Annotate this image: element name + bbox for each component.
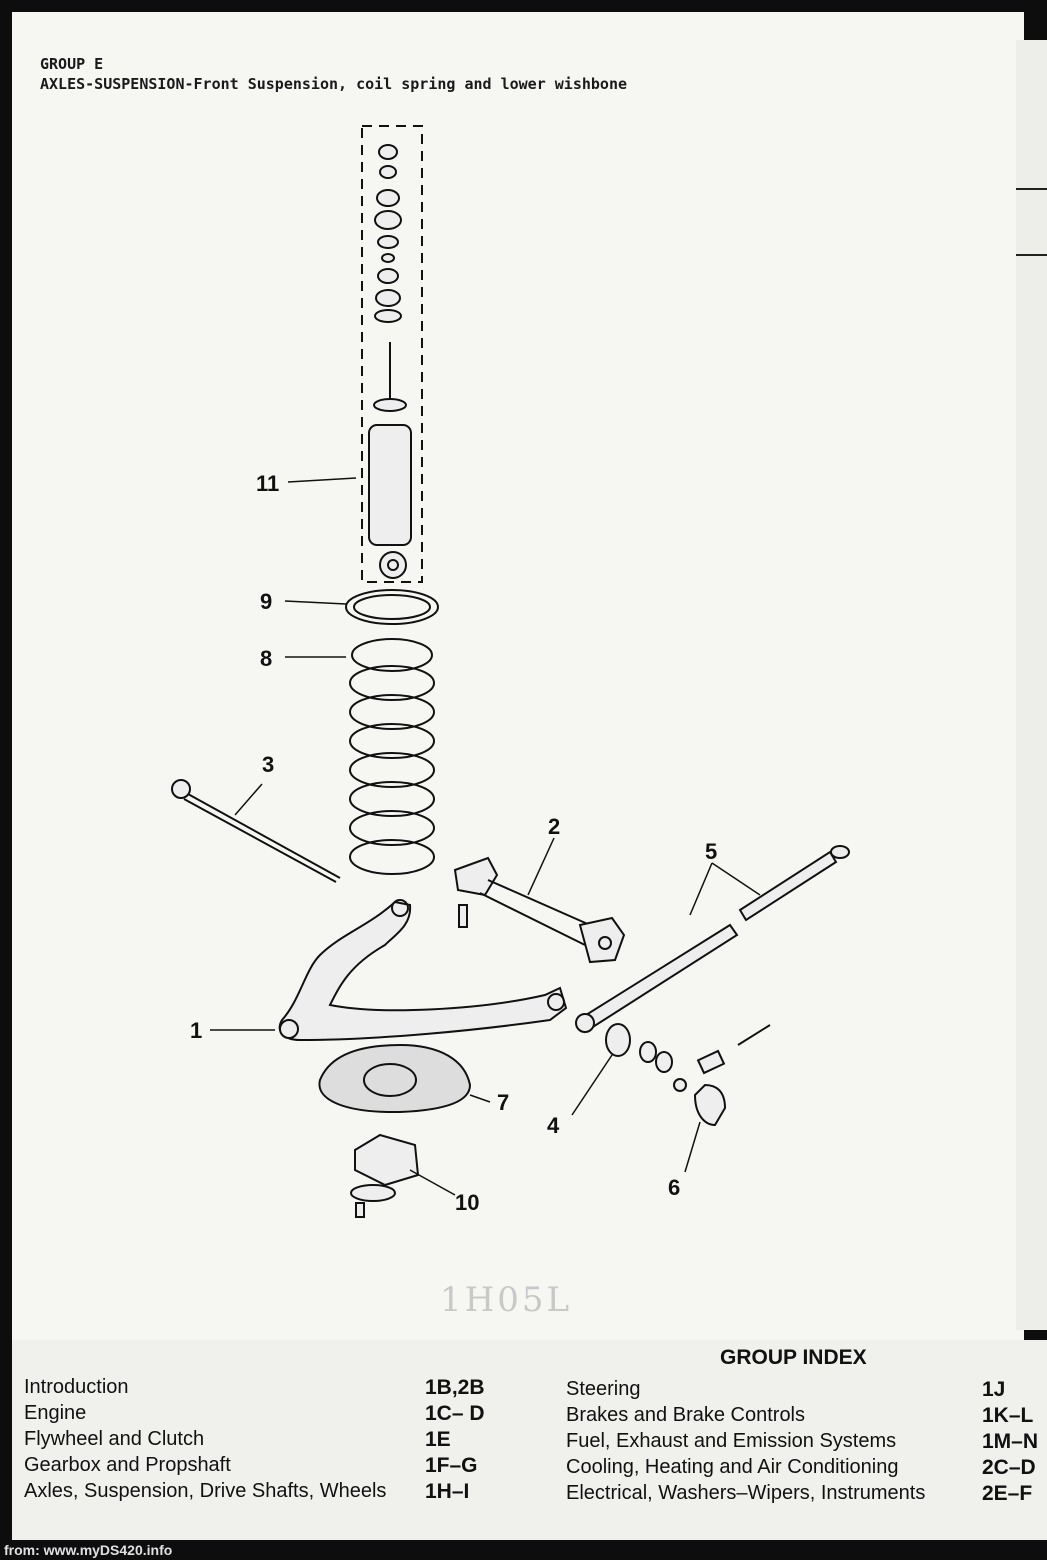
tie-rods — [575, 845, 850, 1034]
index-item-code: 1F–G — [425, 1454, 478, 1477]
index-item-label: Cooling, Heating and Air Conditioning — [566, 1456, 899, 1478]
index-item-code: 1M–N — [982, 1430, 1039, 1453]
index-item-label: Introduction — [24, 1376, 129, 1398]
callout-numbers: 11 9 8 3 2 5 1 7 4 6 10 — [190, 471, 717, 1215]
group-index-panel — [12, 1340, 1047, 1540]
exploded-suspension-diagram: 11 9 8 3 2 5 1 7 4 6 10 — [171, 125, 850, 1218]
callout-6: 6 — [668, 1175, 680, 1200]
coil-spring — [349, 638, 435, 875]
damper-shock-absorber — [368, 342, 412, 579]
index-item-code: 2C–D — [982, 1456, 1036, 1479]
index-item-code: 2E–F — [982, 1482, 1033, 1505]
catalog-page — [12, 12, 1024, 1340]
group-index-title: GROUP INDEX — [720, 1346, 867, 1369]
lower-wishbone — [278, 900, 568, 1042]
index-item-code: 1J — [982, 1378, 1006, 1401]
index-item-label: Brakes and Brake Controls — [566, 1404, 806, 1426]
index-item-code: 1C– D — [425, 1402, 485, 1425]
index-item-label: Electrical, Washers–Wipers, Instruments — [566, 1482, 926, 1504]
index-item-label: Steering — [566, 1378, 641, 1400]
index-item-code: 1B,2B — [425, 1376, 485, 1399]
clip-bracket — [693, 1083, 727, 1127]
radius-arm — [453, 856, 626, 964]
callout-8: 8 — [260, 646, 272, 671]
index-item-code: 1K–L — [982, 1404, 1034, 1427]
callout-1: 1 — [190, 1018, 202, 1043]
index-item-label: Engine — [24, 1402, 87, 1424]
index-item-label: Fuel, Exhaust and Emission Systems — [566, 1430, 897, 1452]
callout-10: 10 — [455, 1190, 479, 1215]
callout-5: 5 — [705, 839, 717, 864]
source-watermark: from: www.myDS420.info — [4, 1542, 173, 1558]
page-title: AXLES-SUSPENSION-Front Suspension, coil … — [40, 75, 627, 93]
adjacent-page-edge — [1016, 40, 1047, 1330]
page-header: GROUP E AXLES-SUSPENSION-Front Suspension… — [40, 54, 627, 94]
index-item-label: Flywheel and Clutch — [24, 1428, 205, 1450]
callout-11: 11 — [256, 471, 279, 496]
group-label: GROUP E — [40, 55, 104, 73]
mounting-bracket — [350, 1133, 420, 1218]
handwritten-note: 1H05L — [440, 1280, 573, 1320]
index-item-label: Gearbox and Propshaft — [24, 1454, 231, 1476]
spring-pan-plate — [318, 1043, 472, 1114]
callout-3: 3 — [262, 752, 274, 777]
index-item-code: 1H–I — [425, 1480, 470, 1503]
index-item-label: Axles, Suspension, Drive Shafts, Wheels — [24, 1480, 387, 1502]
pivot-bolt — [171, 779, 341, 883]
bush-and-washers — [605, 1023, 771, 1092]
callout-9: 9 — [260, 589, 272, 614]
spring-seat-ring — [345, 589, 439, 625]
index-item-code: 1E — [425, 1428, 451, 1451]
callout-2: 2 — [548, 814, 560, 839]
callout-4: 4 — [547, 1113, 560, 1138]
callout-7: 7 — [497, 1090, 509, 1115]
damper-mounting-parts — [374, 144, 402, 323]
damper-group-box — [361, 125, 423, 583]
